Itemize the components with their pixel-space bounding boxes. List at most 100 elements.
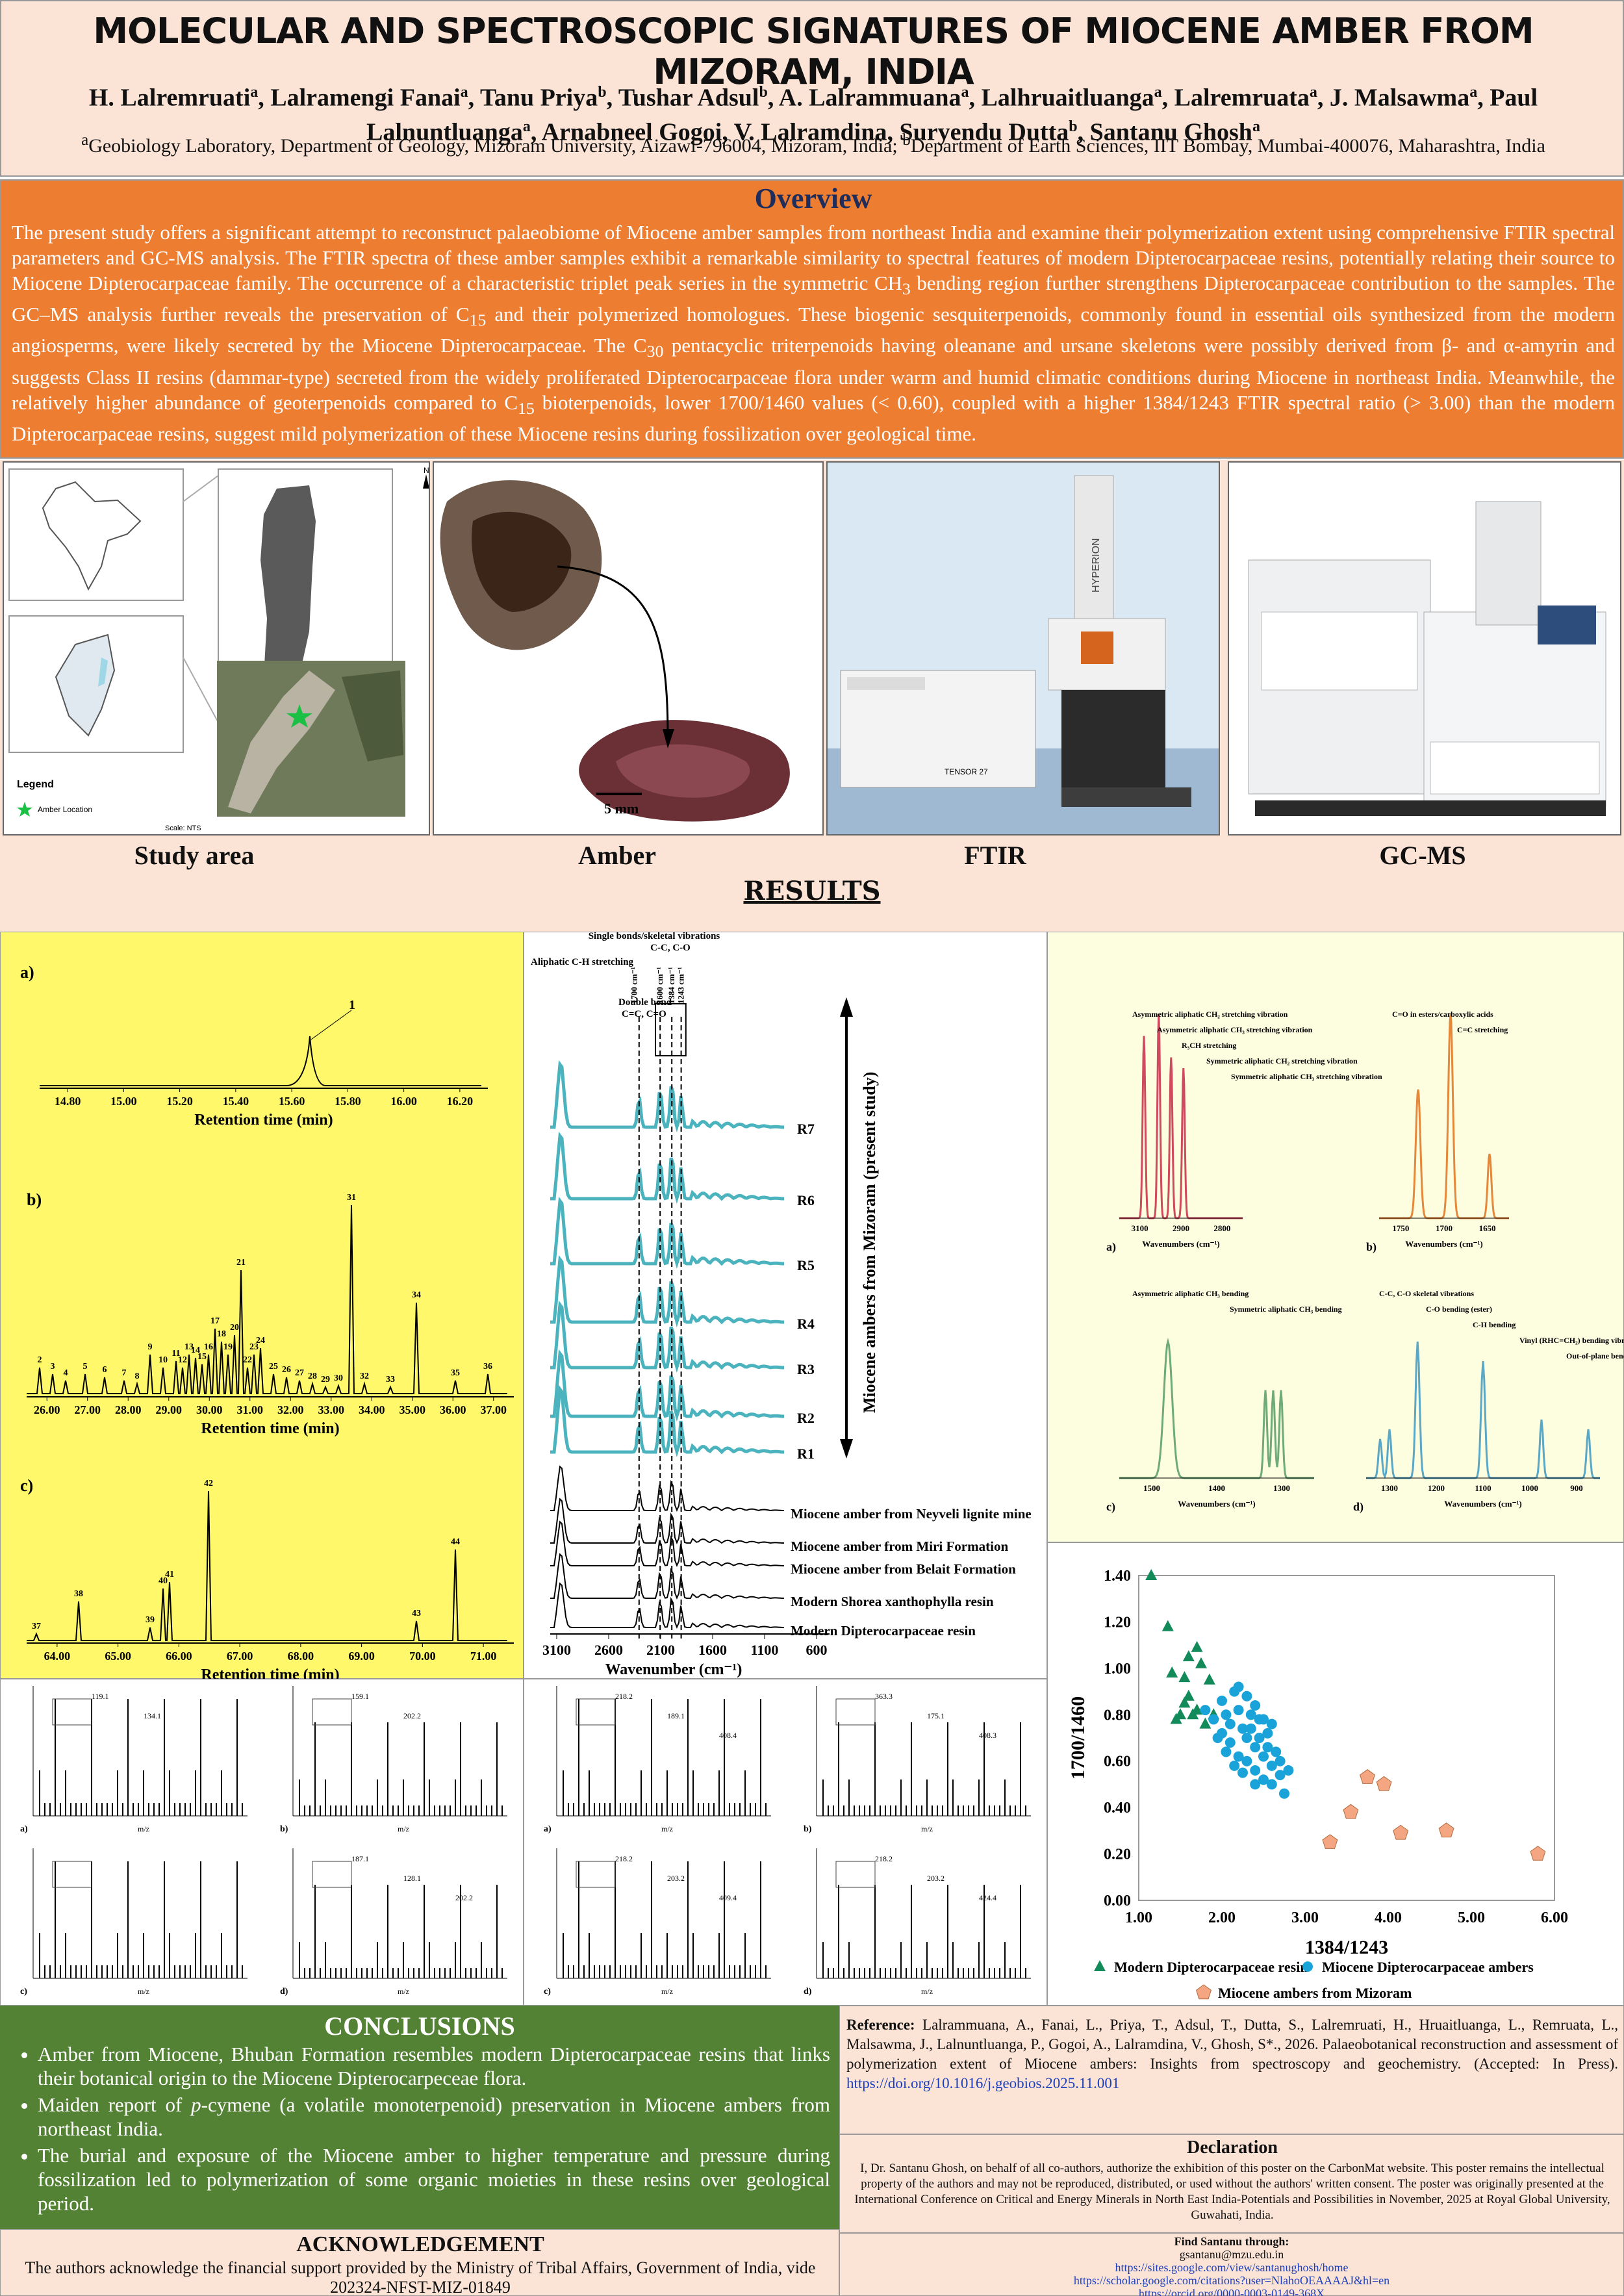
- chromatogram-trace: [27, 1490, 507, 1641]
- doi-link[interactable]: https://doi.org/10.1016/j.geobios.2025.1…: [846, 2075, 1120, 2091]
- wavenumber-label: 1384 cm⁻¹: [666, 967, 676, 1004]
- tick-label: 1750: [1392, 1223, 1409, 1233]
- peak-label: 29: [321, 1375, 330, 1384]
- axis-label: m/z: [661, 1987, 673, 1996]
- acknowledgement-heading: ACKNOWLEDGEMENT: [296, 2232, 544, 2256]
- tick-label: 2800: [1213, 1223, 1230, 1233]
- peak-label: 1: [349, 998, 355, 1012]
- peak-label: 6: [103, 1365, 107, 1375]
- data-point: [1245, 1723, 1256, 1734]
- author-name: Lalhruaitluanga: [981, 84, 1154, 112]
- gcms-instrument-photo: [1228, 461, 1621, 835]
- axis-label: Retention time (min): [201, 1666, 339, 1679]
- peak-label: 24: [256, 1336, 265, 1346]
- data-point: [1241, 1733, 1252, 1743]
- ftir-spectrum-line: [550, 1060, 784, 1132]
- y-tick-label: 0.00: [1104, 1893, 1131, 1909]
- band-label: Asymmetric aliphatic CH₃ stretching vibr…: [1157, 1025, 1313, 1034]
- tick-label: 1100: [1475, 1483, 1491, 1493]
- tick-label: 34.00: [359, 1403, 385, 1416]
- data-point: [1191, 1703, 1203, 1715]
- study-area-map: N Legend Amber Location Scale: NTS: [3, 461, 430, 835]
- data-point: [1241, 1755, 1252, 1767]
- data-point: [1191, 1640, 1203, 1652]
- panel-label: c): [20, 1476, 33, 1495]
- sample-label: R5: [797, 1257, 815, 1273]
- reference-label: Miocene amber from Belait Formation: [791, 1561, 1016, 1577]
- peak-label: 11: [171, 1349, 180, 1358]
- peak-label: 189.1: [667, 1711, 685, 1720]
- svg-text:HYPERION: HYPERION: [1091, 538, 1102, 593]
- annotation: C-C, C-O: [650, 943, 691, 953]
- axis-label: m/z: [398, 1987, 409, 1996]
- peak-label: 7: [122, 1368, 127, 1378]
- tick-label: 1400: [1208, 1483, 1225, 1493]
- data-point: [1250, 1765, 1261, 1776]
- band-label: Vinyl (RHC=CH₂) bending vibrations: [1519, 1336, 1624, 1345]
- axis-label: m/z: [921, 1824, 933, 1833]
- annotation: C=C, C=O: [622, 1009, 666, 1019]
- caption-amber: Amber: [578, 841, 656, 870]
- tick-label: 66.00: [166, 1650, 192, 1663]
- peak-label: 43: [412, 1609, 421, 1618]
- contact-email[interactable]: gsantanu@mzu.edu.in: [1179, 2248, 1284, 2261]
- x-tick-label: 4.00: [1375, 1909, 1402, 1926]
- panel-label: b): [804, 1824, 812, 1834]
- panel-label: c): [544, 1987, 551, 1996]
- amber-photo: 5 mm: [433, 461, 824, 835]
- author-name: Lalramengi Fanai: [270, 84, 461, 112]
- data-point: [1212, 1733, 1223, 1743]
- peak-label: 218.2: [615, 1692, 633, 1701]
- y-tick-label: 0.20: [1104, 1846, 1131, 1863]
- wavenumber-label: 1700 cm⁻¹: [629, 967, 639, 1004]
- data-point: [1245, 1709, 1256, 1720]
- y-tick-label: 0.60: [1104, 1754, 1131, 1770]
- panel-label: c): [1106, 1500, 1115, 1514]
- author-name: Santanu Ghosh: [1089, 118, 1252, 146]
- arrow-icon: [663, 729, 674, 748]
- tick-label: 2100: [646, 1642, 675, 1658]
- reference-label: Miocene amber from Miri Formation: [791, 1538, 1008, 1554]
- band-label: C-H bending: [1473, 1320, 1516, 1329]
- axis-label: m/z: [138, 1824, 149, 1833]
- axis-label: Wavenumbers (cm⁻¹): [1444, 1499, 1521, 1509]
- sample-label: R4: [797, 1316, 815, 1332]
- axis-label: m/z: [398, 1824, 409, 1833]
- peak-label: 23: [249, 1342, 259, 1352]
- amber-location-marker-icon: [286, 704, 312, 728]
- tick-label: 1500: [1143, 1483, 1160, 1493]
- data-point: [1322, 1834, 1338, 1849]
- wavenumber-label: 1600 cm⁻¹: [655, 967, 665, 1004]
- band-curve: [1366, 1341, 1600, 1479]
- website-link[interactable]: https://sites.google.com/view/santanugho…: [1115, 2261, 1349, 2274]
- ftir-spectrum-line: [550, 1131, 784, 1204]
- scholar-link[interactable]: https://scholar.google.com/citations?use…: [1073, 2274, 1390, 2287]
- tick-label: 1700: [1436, 1223, 1453, 1233]
- tick-label: 33.00: [318, 1403, 345, 1416]
- band-label: C=C stretching: [1457, 1025, 1508, 1034]
- data-point: [1233, 1751, 1244, 1762]
- northeast-outline-icon: [55, 633, 116, 737]
- tick-label: 65.00: [105, 1650, 131, 1663]
- structure-icon: [52, 1698, 92, 1726]
- orcid-link[interactable]: https://orcid.org/0000-0003-0149-368X: [1138, 2287, 1325, 2296]
- mizoram-outline-icon: [260, 485, 316, 709]
- data-point: [1217, 1695, 1227, 1706]
- axis-label: m/z: [661, 1824, 673, 1833]
- author-name: Suryendu Dutta: [899, 118, 1069, 146]
- peak-label: 128.1: [403, 1874, 421, 1883]
- tick-label: 69.00: [348, 1650, 375, 1663]
- tick-label: 1650: [1479, 1223, 1496, 1233]
- data-point: [1376, 1776, 1392, 1791]
- data-point: [1279, 1788, 1289, 1799]
- chromatogram-trace: [27, 1205, 507, 1394]
- reference-label: Modern Shorea xanthophylla resin: [791, 1594, 994, 1609]
- data-point: [1266, 1718, 1277, 1729]
- data-point: [1258, 1751, 1269, 1762]
- panel-label: c): [20, 1987, 27, 1996]
- author-name: Tushar Adsul: [618, 84, 759, 112]
- peak-label: 14: [191, 1346, 200, 1355]
- axis-label: Wavenumbers (cm⁻¹): [1142, 1239, 1219, 1249]
